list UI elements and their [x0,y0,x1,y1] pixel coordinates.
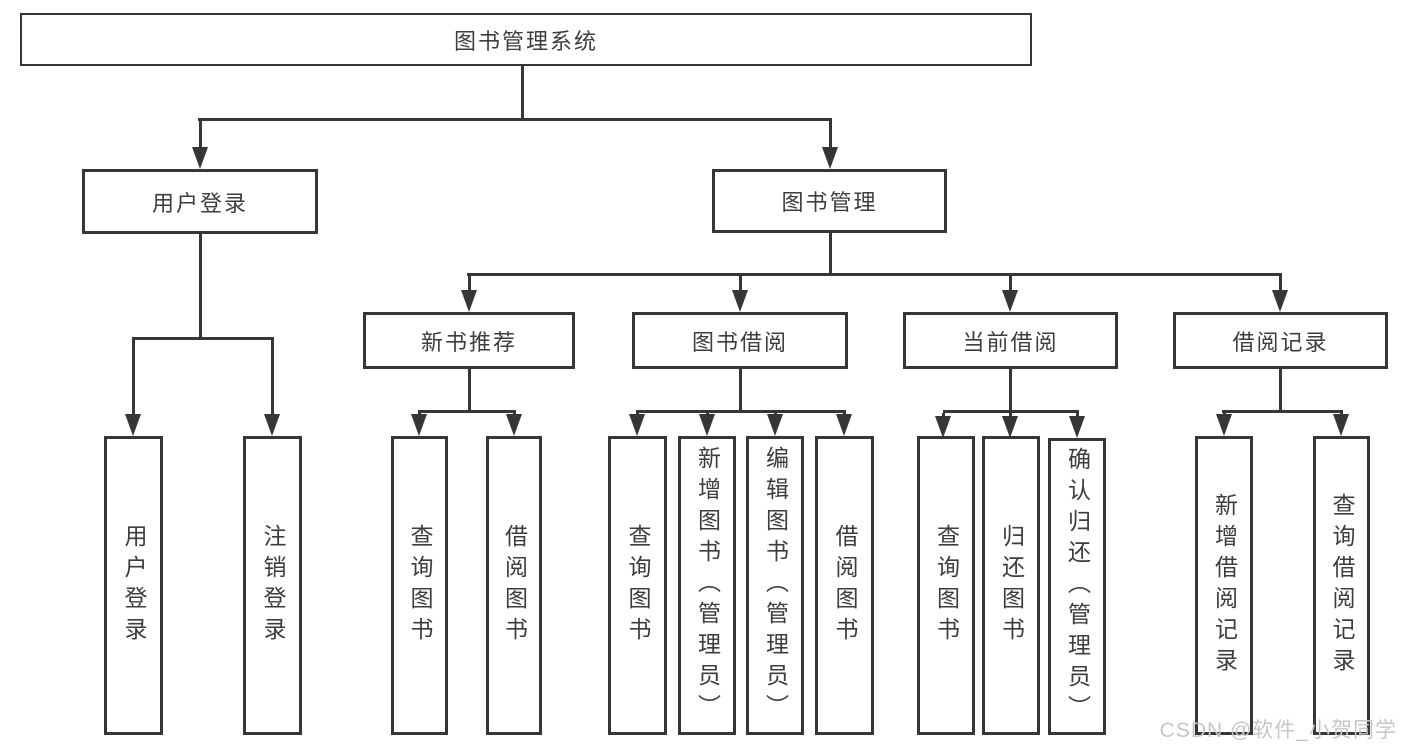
watermark: CSDN @软件_小贺同学 [1159,719,1397,742]
connector-line-vertical [1008,369,1012,413]
leaf-label: 归还图书 [998,523,1025,648]
connector-line-vertical [467,369,471,413]
leaf-add-borrow-record: 新增借阅记录 [1195,436,1253,735]
arrow-down-icon [1069,416,1085,438]
arrow-down-icon [411,414,427,436]
leaf-query-books-3: 查询图书 [917,436,975,735]
arrow-down-icon [935,416,951,438]
arrow-down-icon [767,414,783,436]
arrow-down-icon [699,414,715,436]
arrow-down-icon [1216,414,1232,436]
leaf-query-borrow-record: 查询借阅记录 [1313,436,1370,735]
connector-line-vertical [520,65,524,121]
connector-line-horizontal [198,118,832,121]
leaf-label: 查询图书 [407,523,433,648]
node-label: 图书借阅 [691,329,788,355]
arrow-down-icon [125,414,141,436]
node-book-management: 图书管理 [712,169,947,233]
arrow-down-icon [506,414,522,436]
node-book-borrowing: 图书借阅 [632,312,848,369]
leaf-return-books: 归还图书 [982,436,1040,735]
connector-line-vertical [828,233,832,276]
arrow-down-icon [461,290,477,312]
connector-arrow-shaft [941,413,945,418]
node-label: 图书管理系统 [453,28,598,54]
connector-arrow-shaft [467,276,471,292]
connector-line-horizontal [132,337,274,340]
node-label: 借阅记录 [1232,329,1329,355]
connector-line-horizontal [418,410,516,413]
leaf-borrow-books-1: 借阅图书 [486,436,542,735]
arrow-down-icon [1333,414,1349,436]
leaf-label: 注销登录 [260,523,286,648]
node-label: 当前借阅 [962,329,1059,355]
node-new-book-recommendation: 新书推荐 [363,312,575,369]
connector-line-vertical [1278,369,1282,413]
connector-line-vertical [738,369,742,413]
node-library-management-system: 图书管理系统 [20,13,1032,66]
leaf-label: 新增借阅记录 [1211,492,1238,679]
connector-line-horizontal [1222,410,1343,413]
connector-arrow-shaft [738,276,742,292]
node-label: 图书管理 [781,190,878,215]
leaf-borrow-books-2: 借阅图书 [815,436,874,735]
leaf-edit-books-admin: 编辑图书（管理员） [746,436,804,735]
connector-arrow-shaft [1008,276,1012,292]
node-label: 用户登录 [151,190,248,216]
connector-line-horizontal [636,410,846,413]
connector-line-horizontal [467,273,1282,276]
node-current-borrowing: 当前借阅 [903,312,1118,369]
connector-arrow-shaft [131,340,135,416]
arrow-down-icon [1002,416,1018,438]
arrow-down-icon [192,147,208,169]
leaf-add-books-admin: 新增图书（管理员） [678,436,736,735]
connector-arrow-shaft [1075,413,1079,418]
connector-arrow-shaft [1278,276,1282,292]
arrow-down-icon [822,147,838,169]
connector-line-vertical [198,234,202,340]
arrow-down-icon [732,290,748,312]
leaf-label: 查询借阅记录 [1329,492,1355,679]
connector-line-horizontal [943,410,1079,413]
arrow-down-icon [264,414,280,436]
leaf-label: 确认归还（管理员） [1064,447,1091,726]
leaf-confirm-return-admin: 确认归还（管理员） [1048,438,1106,735]
arrow-down-icon [836,414,852,436]
connector-arrow-shaft [270,340,274,416]
arrow-down-icon [1272,290,1288,312]
leaf-label: 查询图书 [625,523,651,648]
leaf-label: 借阅图书 [832,523,858,648]
arrow-down-icon [629,414,645,436]
leaf-label: 用户登录 [121,523,147,648]
leaf-label: 新增图书（管理员） [694,446,721,725]
leaf-user-login: 用户登录 [104,436,163,735]
connector-arrow-shaft [1008,413,1012,418]
node-borrowing-records: 借阅记录 [1173,312,1388,369]
leaf-label: 编辑图书（管理员） [762,446,789,725]
leaf-query-books-2: 查询图书 [608,436,667,735]
node-label: 新书推荐 [420,329,517,355]
leaf-label: 借阅图书 [501,523,528,648]
connector-arrow-shaft [198,121,202,149]
leaf-query-books-1: 查询图书 [391,436,448,735]
node-user-login: 用户登录 [82,169,318,234]
leaf-logout: 注销登录 [243,436,302,735]
connector-arrow-shaft [828,121,832,149]
leaf-label: 查询图书 [933,523,960,648]
arrow-down-icon [1002,290,1018,312]
